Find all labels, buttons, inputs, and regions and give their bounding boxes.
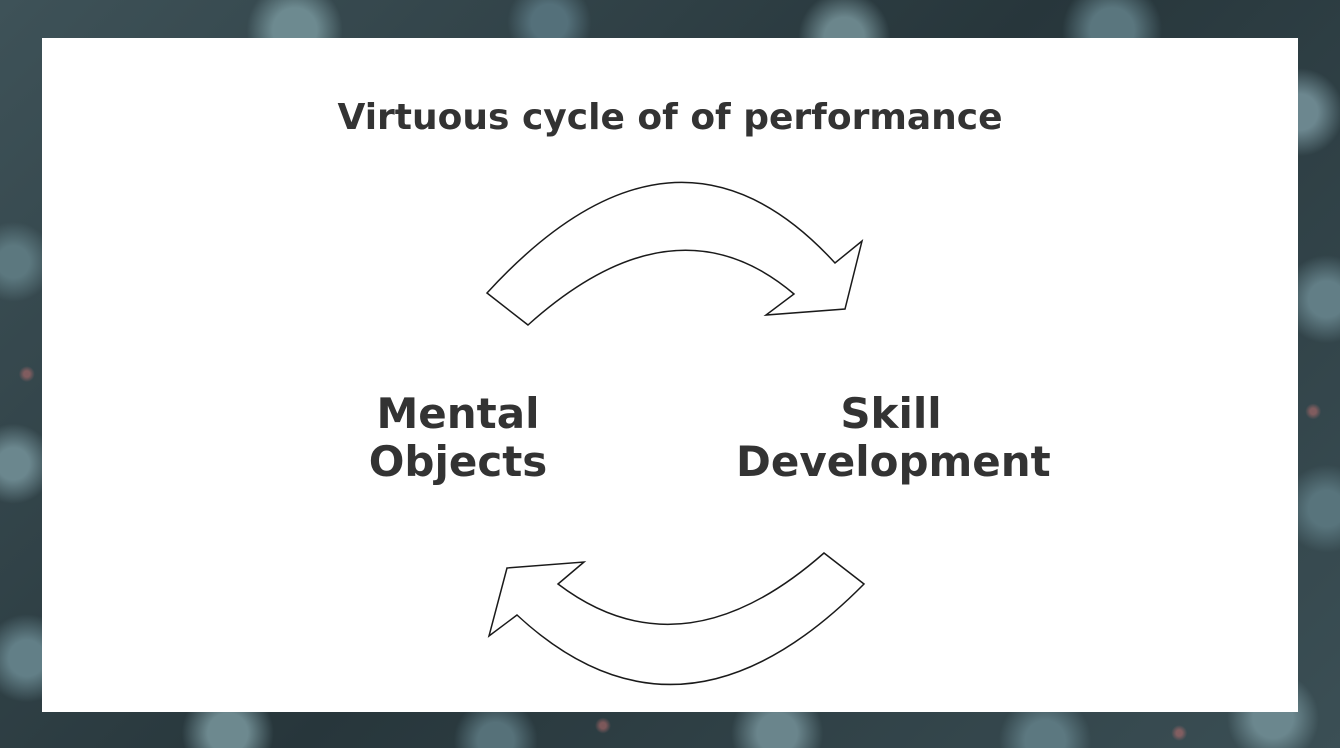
slide: Virtuous cycle of of performance Mental … bbox=[42, 38, 1298, 712]
arrow-top bbox=[485, 181, 864, 326]
cycle-arrows bbox=[485, 181, 866, 686]
node-skill-development: Skill Development bbox=[736, 389, 1051, 486]
node-mental-objects: Mental Objects bbox=[358, 390, 558, 486]
node-skill-development-line2: Development bbox=[736, 437, 1051, 486]
node-skill-development-line1: Skill bbox=[840, 389, 942, 438]
arrow-bottom bbox=[487, 552, 866, 686]
slide-title: Virtuous cycle of of performance bbox=[337, 97, 1003, 138]
node-mental-objects-line1: Mental bbox=[376, 389, 540, 438]
node-mental-objects-line2: Objects bbox=[368, 437, 548, 486]
